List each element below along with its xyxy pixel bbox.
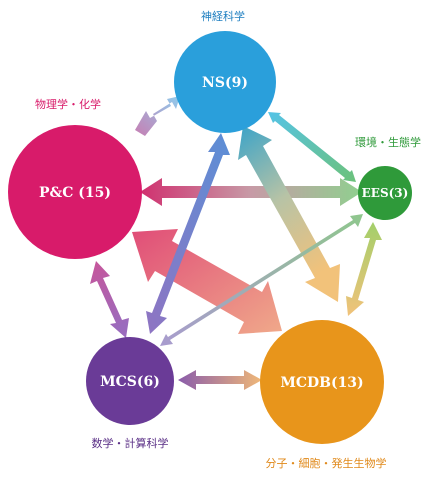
- node-mcdb-circle: [260, 320, 384, 444]
- arrow-mcs-mcdb: [178, 370, 262, 390]
- arrow-ees-mcdb: [346, 222, 382, 316]
- arrow-ns-mcdb: [238, 126, 340, 302]
- node-ees[interactable]: EES(3): [358, 166, 412, 220]
- node-pc-circle: [8, 125, 142, 259]
- connection-arrows: [90, 96, 382, 390]
- node-mcs[interactable]: MCS(6): [86, 337, 174, 425]
- caption-mcs: 数学・計算科学: [92, 436, 169, 450]
- caption-ns: 神経科学: [201, 9, 245, 23]
- node-ns-label: NS(9): [202, 75, 248, 91]
- arrow-pc-mcs: [90, 261, 129, 338]
- node-mcs-label: MCS(6): [100, 374, 160, 390]
- node-ees-label: EES(3): [362, 186, 409, 200]
- node-ns[interactable]: NS(9): [174, 31, 276, 133]
- arrow-ees-mcs: [160, 214, 363, 346]
- node-mcdb[interactable]: MCDB(13): [260, 320, 384, 444]
- node-pc[interactable]: P&C (15): [8, 125, 142, 259]
- arrow-pc-mcdb: [132, 229, 282, 334]
- node-ees-circle: [358, 166, 412, 220]
- caption-ees: 環境・生態学: [355, 135, 421, 149]
- node-ns-circle: [174, 31, 276, 133]
- caption-pc: 物理学・化学: [35, 97, 101, 111]
- node-mcdb-label: MCDB(13): [280, 375, 363, 391]
- arrow-pc-ns: [135, 96, 180, 136]
- node-pc-label: P&C (15): [39, 185, 111, 201]
- arrow-ns-ees: [268, 112, 356, 182]
- arrow-pc-ees: [140, 178, 362, 206]
- node-mcs-circle: [86, 337, 174, 425]
- caption-mcdb: 分子・細胞・発生生物学: [266, 456, 387, 470]
- arrow-ns-mcs: [146, 133, 230, 334]
